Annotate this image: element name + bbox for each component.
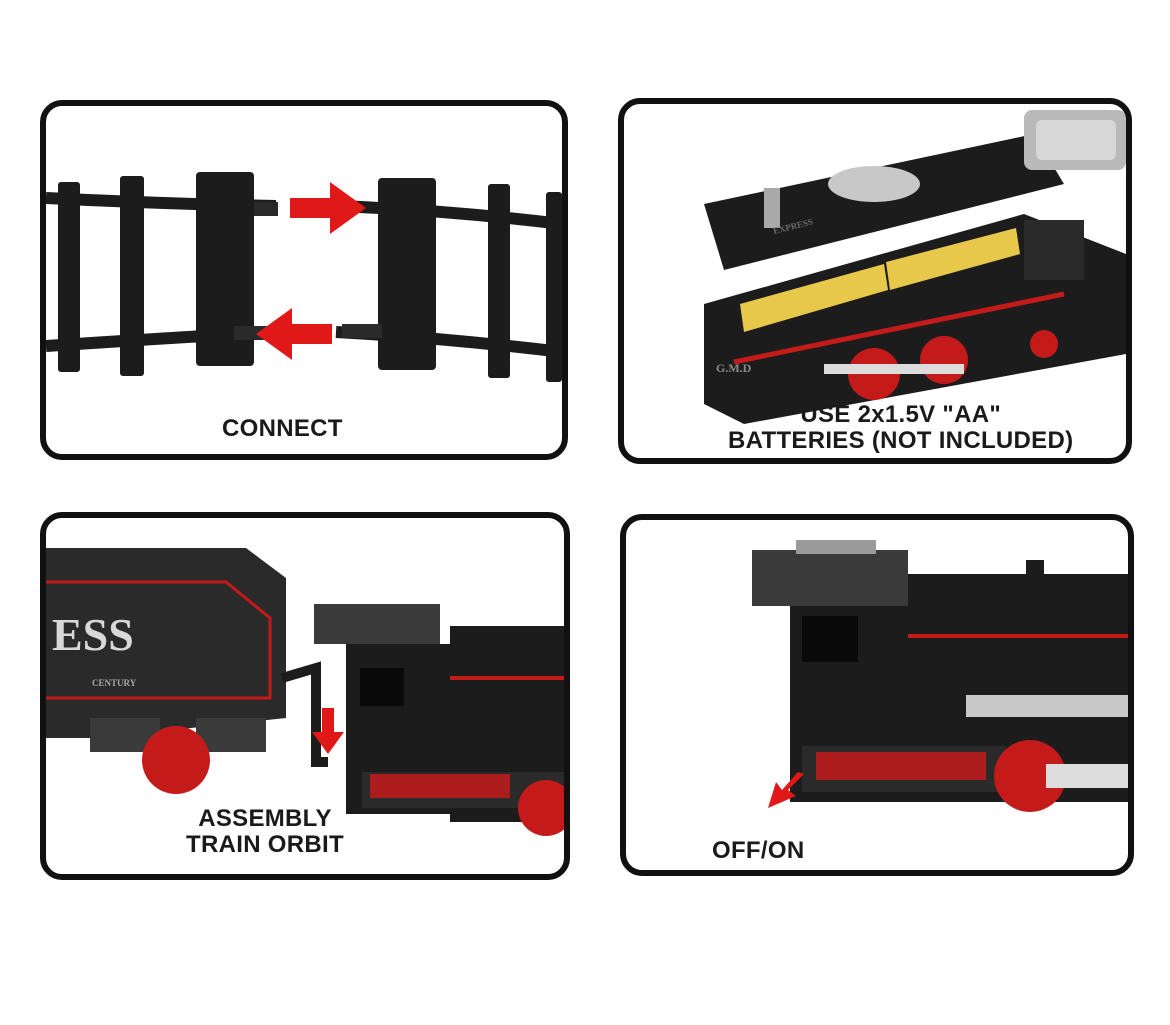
- power-switch-illustration: [752, 540, 1128, 812]
- arrow-down-icon: [312, 708, 344, 754]
- batteries-panel: EXPRESS G.M.D USE 2x1.5V "AA" BATTERIES …: [618, 98, 1132, 464]
- assembly-caption: ASSEMBLY TRAIN ORBIT: [186, 805, 344, 858]
- arrow-left-icon: [256, 308, 332, 360]
- tender-coupling-illustration: ESS CENTURY: [46, 548, 564, 836]
- track-connect-illustration: [46, 172, 562, 382]
- batteries-caption: USE 2x1.5V "AA" BATTERIES (NOT INCLUDED): [728, 401, 1074, 454]
- assembly-panel: ESS CENTURY ASSEMBLY TRAIN ORBIT: [40, 512, 570, 880]
- svg-text:ESS: ESS: [52, 609, 134, 660]
- svg-text:CENTURY: CENTURY: [92, 678, 137, 688]
- arrow-right-icon: [290, 182, 366, 234]
- connect-caption: CONNECT: [222, 415, 343, 442]
- battery-compartment-illustration: EXPRESS G.M.D: [704, 110, 1126, 424]
- connect-panel: CONNECT: [40, 100, 568, 460]
- switch-caption: OFF/ON: [712, 837, 805, 864]
- switch-panel: OFF/ON: [620, 514, 1134, 876]
- svg-text:G.M.D: G.M.D: [716, 361, 752, 375]
- arrow-up-right-icon: [768, 772, 804, 808]
